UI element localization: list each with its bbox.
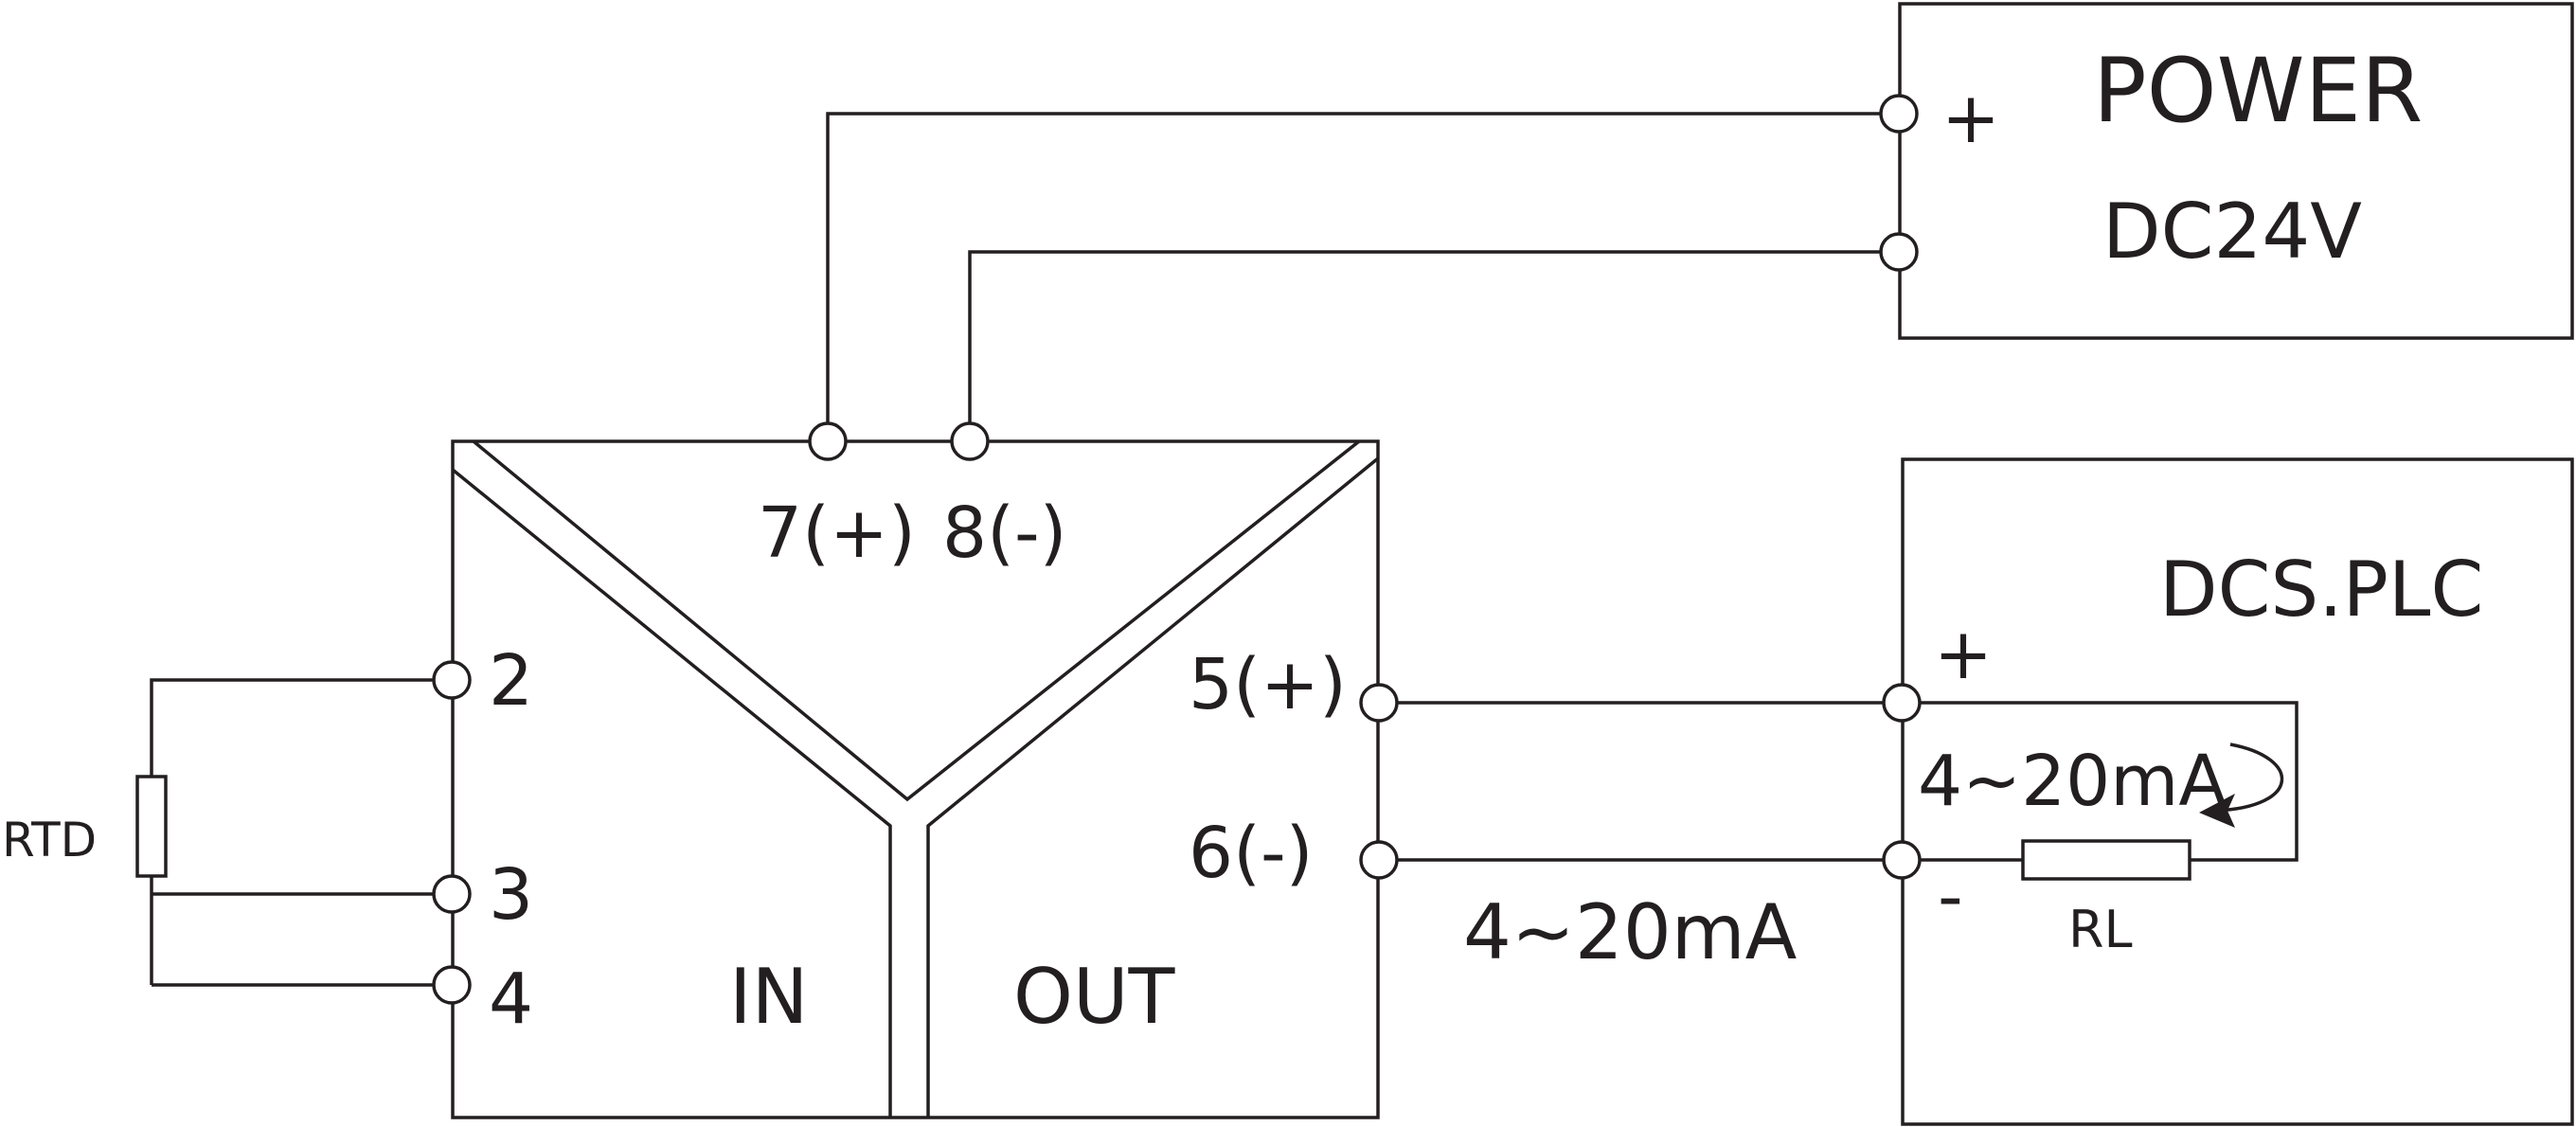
terminal-5 (1359, 683, 1399, 723)
dcs-plc-box (1901, 457, 2574, 1126)
output-signal-label: 4~20mA (1463, 888, 1798, 976)
terminal-4 (432, 965, 472, 1005)
dcs-terminal-plus (1882, 683, 1922, 723)
terminal-6 (1359, 840, 1399, 880)
terminal-2 (432, 660, 472, 700)
terminal-5-label: 5(+) (1189, 644, 1347, 725)
in-label: IN (729, 953, 808, 1041)
terminal-2-label: 2 (489, 640, 533, 722)
terminal-7-label: 7(+) (758, 492, 916, 574)
dcs-plus-label: + (1934, 614, 1993, 695)
load-resistor-rl (2021, 839, 2191, 881)
power-terminal-minus (1879, 232, 1919, 272)
terminal-7 (808, 421, 848, 461)
terminal-3 (432, 874, 472, 914)
wire-power-minus-to-terminal-8 (968, 250, 1899, 441)
power-terminal-plus (1879, 94, 1919, 134)
dcs-minus-label: - (1938, 856, 1963, 938)
power-plus-label: + (1941, 78, 2000, 159)
dcs-title: DCS.PLC (2159, 546, 2483, 634)
terminal-8-label: 8(-) (942, 492, 1067, 574)
dcs-loop-current-label: 4~20mA (1918, 741, 2227, 822)
terminal-8 (950, 421, 990, 461)
out-label: OUT (1013, 953, 1176, 1041)
power-voltage: DC24V (2102, 188, 2362, 276)
power-supply-box (1898, 2, 2574, 340)
power-title: POWER (2093, 40, 2423, 143)
transmitter-box (451, 439, 1380, 1119)
terminal-6-label: 6(-) (1189, 813, 1314, 894)
terminal-3-label: 3 (489, 854, 533, 936)
rtd-sensor (135, 775, 168, 878)
wire-rtd-to-terminal-2 (150, 678, 452, 777)
dcs-loop-wire (1902, 701, 2299, 862)
terminal-4-label: 4 (489, 958, 533, 1040)
dcs-terminal-minus (1882, 840, 1922, 880)
load-resistor-label: RL (2068, 900, 2133, 959)
wire-power-plus-to-terminal-7 (826, 112, 1899, 441)
loop-current-arrow-icon (2199, 742, 2284, 828)
rtd-label: RTD (2, 813, 97, 868)
transmitter-y-divider (451, 439, 1380, 1118)
